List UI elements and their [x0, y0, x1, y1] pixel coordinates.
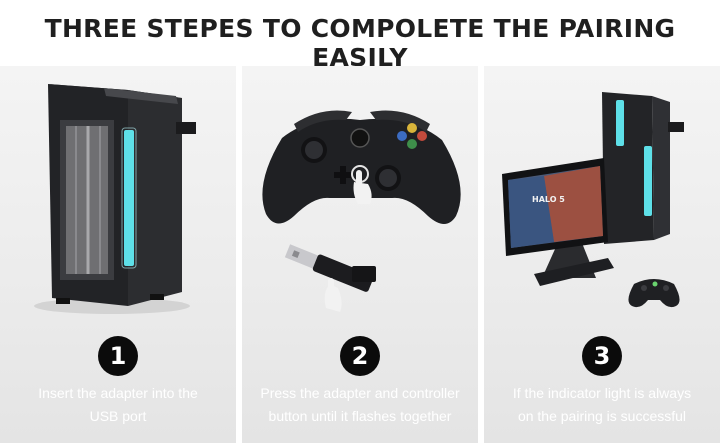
controller-and-adapter-illustration [262, 110, 461, 312]
monitor-game-title: HALO 5 [532, 195, 565, 204]
step-1-badge: 1 [98, 336, 138, 376]
step-1-line-2: USB port [89, 408, 147, 424]
step-3-badge: 3 [582, 336, 622, 376]
step-1-panel: 1 Insert the adapter into the USB port [0, 66, 236, 443]
panel-divider [236, 66, 242, 443]
step-2-badge: 2 [340, 336, 380, 376]
step-2-line-2: button until it flashes together [268, 408, 452, 424]
step-3-line-2: on the pairing is successful [517, 408, 687, 424]
step-1-line-1: Insert the adapter into the [38, 385, 198, 401]
monitor-and-pc-illustration: HALO 5 [502, 92, 684, 308]
step-3-description: If the indicator light is always on the … [488, 382, 716, 428]
step-1-description: Insert the adapter into the USB port [4, 382, 232, 428]
step-2-panel: 2 Press the adapter and controller butto… [242, 66, 478, 443]
step-3-panel: HALO 5 3 If the indicator light is alway… [484, 66, 720, 443]
step-3-line-1: If the indicator light is always [512, 385, 692, 401]
panel-divider [478, 66, 484, 443]
step-2-description: Press the adapter and controller button … [246, 382, 474, 428]
pc-case-illustration [34, 84, 196, 314]
page-title: THREE STEPES TO COMPOLETE THE PAIRING EA… [44, 14, 676, 72]
step-2-line-1: Press the adapter and controller [260, 385, 460, 401]
